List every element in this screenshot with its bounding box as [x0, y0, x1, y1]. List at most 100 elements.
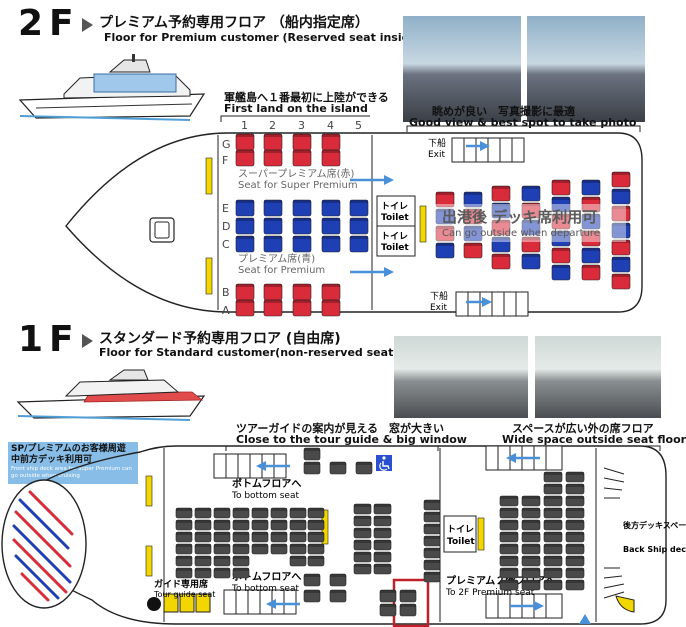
seat-2f-aft-2-2-back [492, 220, 510, 223]
floor-1f-title-en: Floor for Standard customer(non-reserved… [99, 346, 399, 359]
seat-2f-aft-6-5-back [612, 257, 630, 260]
seat-2f-f3 [292, 149, 312, 167]
toilet-2f-b [376, 225, 416, 257]
seat-1f-low-3-back [330, 590, 346, 593]
seat-1f-r-0-3 [565, 471, 585, 483]
seat-1f-r-7-3-back [566, 556, 584, 559]
seat-1f-a-2-2-back [214, 532, 230, 535]
back-deck-label-en: Back Ship deck area [623, 545, 686, 554]
first-land-label-en: First land on the island [224, 102, 368, 115]
seat-1f-r-8-2 [543, 567, 563, 579]
seat-1f-top-1-back [304, 462, 320, 465]
seat-1f-b-1-1 [307, 519, 325, 531]
seat-1f-r-2-2 [543, 495, 563, 507]
seat-2f-d2 [263, 217, 283, 235]
seat-1f-r-0-2 [543, 471, 563, 483]
seat-2f-g1-back [236, 134, 254, 137]
stairs-1f-bottom-left [223, 589, 297, 615]
seat-2f-aft-1-1 [463, 208, 483, 225]
seat-2f-aft-6-0 [611, 171, 631, 188]
seat-1f-r-7-1-back [522, 556, 540, 559]
seat-2f-c3 [292, 235, 312, 253]
seat-2f-c1-back [236, 236, 254, 239]
seat-2f-aft-4-1-back [552, 197, 570, 200]
deck-plan-2f: G F E D C B A 1 2 3 4 5 スーパープレミアム席(赤) Se… [65, 115, 643, 317]
seat-1f-r-0-3-back [566, 472, 584, 475]
seat-2f-b3-back [293, 284, 311, 287]
ship-1f-illustration [16, 369, 206, 421]
guide-bracket [225, 445, 439, 451]
seat-1f-b-4-0-back [290, 556, 306, 559]
seat-2f-aft-0-3-back [436, 243, 454, 246]
seat-2f-d5-back [350, 218, 368, 221]
row-label-a: A [222, 304, 230, 317]
seat-1f-b-3-1 [307, 543, 325, 555]
seat-1f-a-1-3-back [233, 520, 249, 523]
seat-1f-r-1-2-back [544, 484, 562, 487]
seat-1f-a-3-2-back [214, 544, 230, 547]
seat-2f-aft-2-0 [491, 185, 511, 202]
seat-2f-aft-4-0 [551, 179, 571, 196]
col-label-4: 4 [327, 119, 334, 132]
floor-1f-title-jp: スタンダード予約専用フロア (自由席) [99, 331, 341, 347]
seat-2f-g3-back [293, 134, 311, 137]
seat-2f-aft-4-5 [551, 264, 571, 281]
floor-2f-photo-interior [403, 16, 521, 122]
seat-1f-r-6-2 [543, 543, 563, 555]
seat-1f-a-1-4-back [252, 520, 268, 523]
seat-2f-aft-0-1 [435, 208, 455, 225]
seat-1f-mid-2-1-back [374, 528, 391, 531]
guide-view-highlight [392, 578, 430, 627]
seat-2f-aft-5-5 [581, 264, 601, 281]
seat-2f-aft-4-4 [551, 247, 571, 264]
window-bar-1f-2 [145, 545, 153, 577]
bottom-seat-lower-jp: ボトムフロアへ [232, 570, 301, 583]
seat-1f-top-0-back [304, 448, 320, 451]
seat-2f-aft-6-2 [611, 205, 631, 222]
seat-2f-c2-back [264, 236, 282, 239]
seat-2f-a3 [292, 299, 312, 317]
seat-1f-r-2-3-back [566, 496, 584, 499]
seat-1f-r-7-0 [499, 555, 519, 567]
seat-1f-b-3-0 [289, 543, 307, 555]
seat-2f-aft-1-2-back [464, 226, 482, 229]
seat-2f-aft-5-2-back [582, 214, 600, 217]
seat-1f-r-5-1-back [522, 532, 540, 535]
seat-1f-r-4-0 [499, 519, 519, 531]
seat-1f-r-4-2-back [544, 520, 562, 523]
seat-2f-c4 [321, 235, 341, 253]
seat-1f-a-2-4 [251, 531, 269, 543]
seat-1f-mid-1-0 [353, 515, 372, 527]
seat-1f-r-6-1 [521, 543, 541, 555]
seat-2f-aft-6-4-back [612, 240, 630, 243]
seat-1f-a-2-3-back [233, 532, 249, 535]
seat-2f-aft-2-1-back [492, 203, 510, 206]
seat-1f-b-4-0 [289, 555, 307, 567]
space-label-jp: スペースが広い外の席フロア [512, 422, 654, 435]
seat-1f-mid-0-0 [353, 503, 372, 515]
good-view-label-jp: 眺めが良い 写真撮影に最適 [432, 105, 575, 118]
seat-2f-aft-5-0 [581, 179, 601, 196]
seat-2f-aft-6-5 [611, 256, 631, 273]
seat-1f-a-5-3-back [233, 568, 249, 571]
seat-1f-a-3-5-back [271, 544, 287, 547]
toilet-2f-b-en: Toilet [381, 243, 409, 253]
seat-1f-a-0-0 [175, 507, 193, 519]
seat-1f-a-0-2-back [214, 508, 230, 511]
seat-1f-b-0-1 [307, 507, 325, 519]
seat-2f-d3 [292, 217, 312, 235]
bottom-seat-upper-en: To bottom seat [231, 491, 299, 501]
seat-1f-a-1-0 [175, 519, 193, 531]
seat-2f-aft-4-5-back [552, 265, 570, 268]
seat-1f-a-0-2 [213, 507, 231, 519]
seat-2f-aft-1-3 [463, 242, 483, 259]
floor-1f-arrow-icon [82, 330, 93, 349]
seat-1f-r-2-0 [499, 495, 519, 507]
seat-2f-g2-back [264, 134, 282, 137]
seat-1f-a-3-1-back [195, 544, 211, 547]
seat-1f-r-7-2-back [544, 556, 562, 559]
seat-1f-r-3-3 [565, 507, 585, 519]
seat-1f-midR-3 [423, 535, 441, 547]
seat-1f-r-8-0 [499, 567, 519, 579]
seat-1f-a-1-3 [232, 519, 250, 531]
